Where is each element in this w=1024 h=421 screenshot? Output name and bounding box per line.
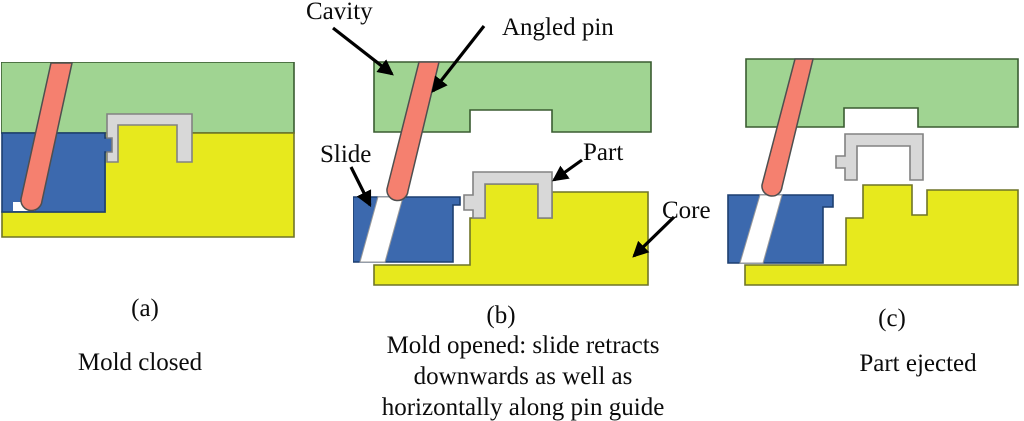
cavity-label: Cavity xyxy=(306,0,373,25)
core-boss-a xyxy=(118,125,177,162)
slide-label: Slide xyxy=(320,141,372,168)
core-block-c xyxy=(744,184,1019,286)
panel-b-diagram xyxy=(353,61,652,286)
panel-c-diagram xyxy=(727,58,1019,286)
core-label: Core xyxy=(662,197,711,224)
panel-c-caption: Part ejected xyxy=(859,350,977,377)
slide-block-a xyxy=(1,132,113,213)
panel-a-tag: (a) xyxy=(131,295,159,322)
angled-pin-b xyxy=(386,61,440,202)
part-label: Part xyxy=(583,139,624,166)
angled-pin-a xyxy=(20,62,73,212)
panel-b-tag: (b) xyxy=(486,302,516,329)
panel-b-caption: Mold opened: slide retracts downwards as… xyxy=(381,332,665,421)
molded-part-b xyxy=(463,171,553,219)
angled-pin-label: Angled pin xyxy=(502,14,614,41)
molded-part-a xyxy=(106,113,193,163)
panel-a-caption: Mold closed xyxy=(77,349,203,376)
ejected-part-c xyxy=(835,133,924,181)
panel-a-diagram xyxy=(1,62,295,238)
angled-pin-c xyxy=(761,58,814,197)
panel-c-tag: (c) xyxy=(878,305,906,332)
